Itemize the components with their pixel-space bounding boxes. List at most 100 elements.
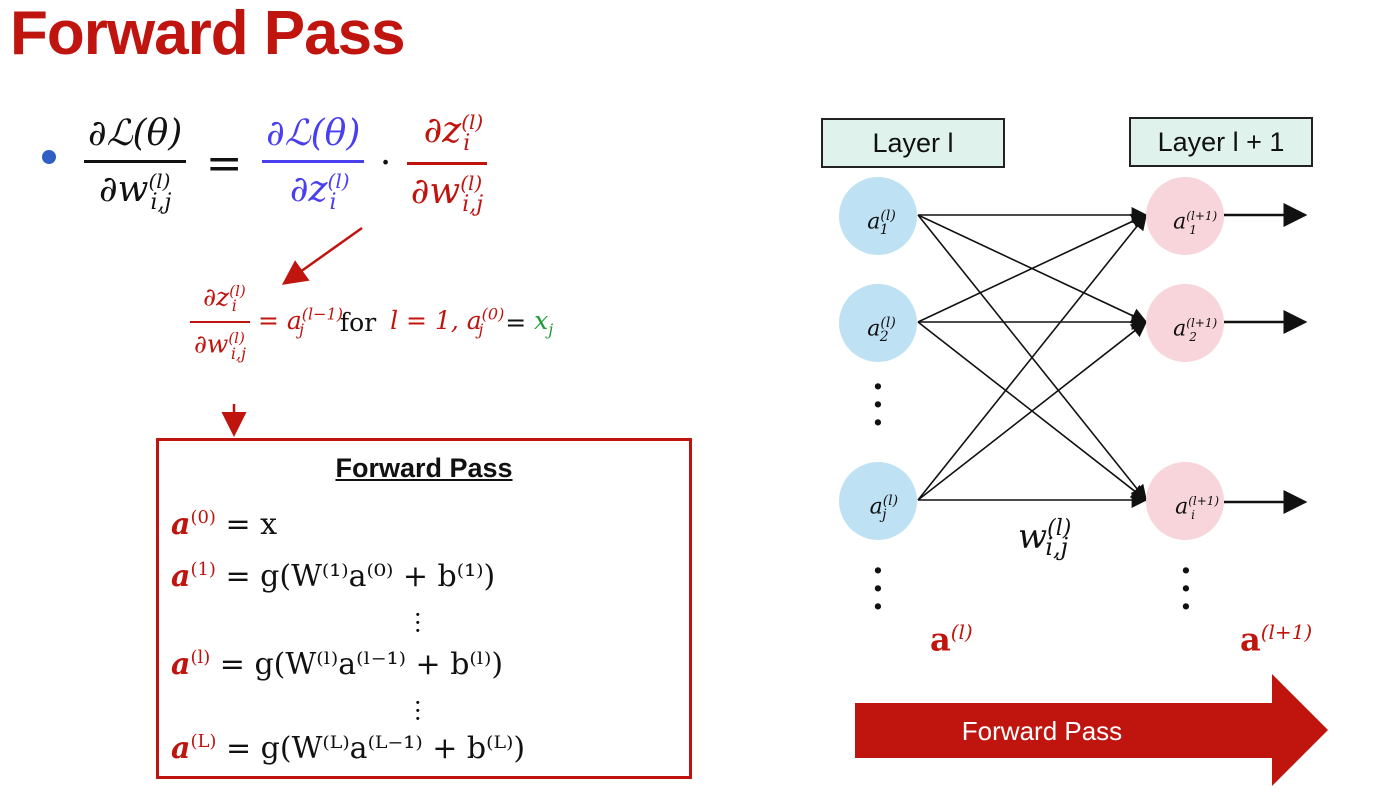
eq-rhs: = x — [215, 507, 278, 542]
eq-sup: (0) — [190, 507, 216, 528]
lhs-den-text: ∂w — [99, 168, 149, 210]
weight-base: w — [1018, 516, 1048, 557]
x-text: x — [534, 305, 549, 335]
cond-equals: = — [505, 307, 527, 337]
neuron-right-i: a(l+1)i — [1146, 462, 1224, 540]
cond-text: l = 1, a — [390, 306, 482, 336]
weight-sub: i,j — [1045, 533, 1069, 562]
neuron-left-j: a(l)j — [839, 462, 917, 540]
vertical-ellipsis-right-bottom: ··· — [1180, 551, 1192, 627]
sub: i,j — [150, 189, 172, 215]
term1-fraction: ∂ℒ(θ) ∂z(l)i — [262, 112, 365, 215]
fraction-bar — [84, 159, 187, 163]
vector-base: a — [930, 620, 951, 659]
node-base: a — [1175, 494, 1189, 520]
eq-lhs: a — [171, 731, 191, 766]
eq-rhs: = g(W⁽¹⁾a⁽⁰⁾ + b⁽¹⁾) — [215, 559, 496, 594]
fraction-bar — [190, 321, 251, 324]
condition: l = 1, a(0)j — [390, 305, 504, 339]
sup: (l) — [229, 282, 246, 300]
eq-lhs: a — [171, 647, 191, 682]
sub: j — [548, 319, 554, 339]
dz-dw-fraction: ∂z(l)i ∂w(l)i,j — [190, 282, 251, 363]
derivative-result: ∂z(l)i ∂w(l)i,j = a(l−1)j for l = 1, a(0… — [190, 282, 553, 363]
equals-sign: = — [205, 138, 243, 190]
term2-denominator: ∂w(l)i,j — [407, 165, 487, 217]
vector-sup: (l) — [950, 620, 973, 644]
sup: (l−1) — [301, 305, 343, 325]
sub: i — [329, 189, 337, 215]
eq-lhs: a — [171, 507, 191, 542]
eq-sup: (1) — [190, 559, 216, 580]
x-j: xj — [534, 305, 553, 339]
lhs-fraction: ∂ℒ(θ) ∂w(l)i,j — [84, 112, 187, 215]
node-sub: j — [882, 506, 887, 523]
node-base: a — [869, 494, 883, 520]
lhs-denominator: ∂w(l)i,j — [95, 163, 175, 215]
bullet-icon — [42, 150, 56, 164]
sup: (l) — [460, 171, 483, 196]
node-sub: 2 — [1189, 329, 1197, 344]
dw-denominator: ∂w(l)i,j — [190, 323, 250, 362]
lhs-numerator: ∂ℒ(θ) — [88, 112, 183, 154]
node-base: a — [867, 316, 881, 342]
edge-j-2 — [917, 321, 1148, 501]
forward-box-title: Forward Pass — [335, 453, 513, 483]
eq-line-0: a(0) = x — [171, 507, 277, 542]
forward-pass-arrow — [855, 674, 1328, 786]
neuron-right-1: a(l+1)1 — [1146, 177, 1224, 255]
neuron-left-2: a(l)2 — [839, 284, 917, 362]
node-sup: (l) — [880, 315, 896, 331]
term1-den-text: ∂z — [289, 168, 328, 210]
forward-pass-box: Forward Pass a(0) = x a(1) = g(W⁽¹⁾a⁽⁰⁾ … — [156, 438, 692, 779]
edge-2-1 — [917, 213, 1148, 323]
dz-numerator: ∂z(l)i — [199, 282, 246, 321]
vertical-ellipsis: ··· — [414, 689, 422, 733]
node-sub: 1 — [1189, 222, 1197, 237]
eq-lhs: a — [171, 559, 191, 594]
node-sup: (l) — [882, 493, 899, 509]
node-base: a — [867, 209, 881, 235]
for-text: for — [339, 307, 377, 337]
eq-line-1: a(1) = g(W⁽¹⁾a⁽⁰⁾ + b⁽¹⁾) — [171, 559, 495, 594]
eq-line-3: a(L) = g(W⁽ᴸ⁾a⁽ᴸ⁻¹⁾ + b⁽ᴸ⁾) — [171, 731, 525, 766]
forward-pass-arrow-label: Forward Pass — [961, 716, 1123, 746]
sup: (l) — [148, 168, 171, 193]
fraction-bar — [406, 162, 488, 166]
node-base: a — [1173, 209, 1187, 235]
vector-a-l: a(l) — [930, 620, 973, 659]
dot-operator: · — [379, 143, 392, 185]
node-sup: (l) — [880, 208, 896, 224]
eq-sup: (l) — [190, 647, 211, 668]
node-sup: (l+1) — [1188, 494, 1220, 508]
sub: i — [463, 131, 471, 157]
page-title: Forward Pass — [10, 0, 406, 68]
sub: i,j — [462, 192, 484, 218]
term2-num-text: ∂z — [423, 110, 462, 151]
fraction-bar — [262, 159, 365, 163]
rhs-text: = a — [257, 306, 302, 336]
sup: (l) — [327, 168, 350, 193]
weight-label: w(l)i,j — [1018, 516, 1072, 562]
term1-denominator: ∂z(l)i — [286, 163, 350, 215]
weight-sup: (l) — [1047, 516, 1072, 541]
diagonal-arrow — [281, 226, 363, 285]
sub: i,j — [230, 343, 247, 363]
neuron-right-2: a(l+1)2 — [1146, 284, 1224, 362]
sub: j — [298, 320, 304, 340]
num-text: ∂z — [203, 282, 230, 312]
eq-rhs: = g(W⁽ˡ⁾a⁽ˡ⁻¹⁾ + b⁽ˡ⁾) — [210, 647, 504, 682]
vertical-ellipsis-left-mid: ··· — [872, 367, 884, 443]
vertical-ellipsis: ··· — [414, 601, 422, 645]
chain-rule-equation: ∂ℒ(θ) ∂w(l)i,j = ∂ℒ(θ) ∂z(l)i · ∂z(l)i ∂… — [84, 110, 488, 217]
term2-fraction: ∂z(l)i ∂w(l)i,j — [406, 110, 488, 217]
vector-sup: (l+1) — [1260, 620, 1313, 644]
sup: (l) — [461, 110, 484, 134]
node-sub: 1 — [879, 221, 889, 238]
node-sub: 2 — [879, 328, 889, 345]
layer-l-plus-1-label: Layer l + 1 — [1129, 117, 1313, 167]
sub: i — [231, 296, 237, 316]
term1-numerator: ∂ℒ(θ) — [266, 112, 361, 154]
term2-den-text: ∂w — [410, 171, 461, 213]
